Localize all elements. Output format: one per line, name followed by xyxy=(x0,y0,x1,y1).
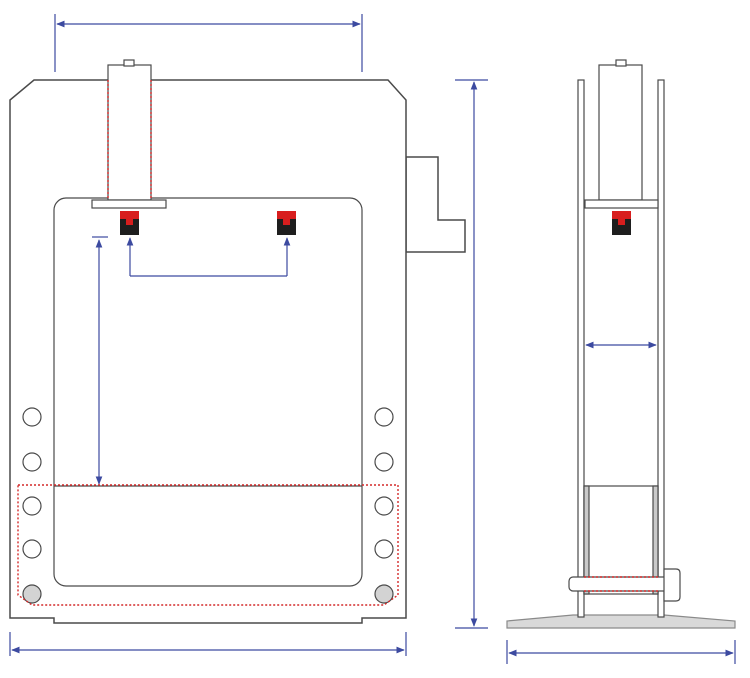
side-table-pin xyxy=(568,568,681,602)
jaw-spacing-dimension xyxy=(126,237,291,277)
side-upright-left xyxy=(577,79,585,618)
side-press-jaw xyxy=(612,211,631,235)
daylight-height-dimension xyxy=(92,236,108,485)
cylinder-cap xyxy=(123,59,135,67)
left-press-jaw xyxy=(120,211,139,235)
overall-width-dimension xyxy=(9,632,407,656)
frame-inner-opening xyxy=(53,197,363,587)
base-depth-dimension xyxy=(506,640,736,664)
right-press-jaw xyxy=(277,211,296,235)
side-base-plate xyxy=(506,614,736,629)
work-table-hidden-outline xyxy=(17,484,399,606)
left-frame-holes xyxy=(22,407,42,604)
overall-height-dimension xyxy=(455,79,488,629)
side-cylinder xyxy=(598,64,643,201)
side-upright-right xyxy=(657,79,665,618)
side-cylinder-cap xyxy=(615,59,627,67)
side-view xyxy=(506,59,736,664)
top-width-dimension xyxy=(54,14,363,72)
hydraulic-cylinder xyxy=(107,64,152,201)
side-cylinder-flange xyxy=(584,199,659,209)
cylinder-flange xyxy=(91,199,167,209)
pump-housing xyxy=(405,156,466,253)
side-work-table xyxy=(583,485,659,595)
right-frame-holes xyxy=(374,407,394,604)
front-view xyxy=(9,14,488,656)
